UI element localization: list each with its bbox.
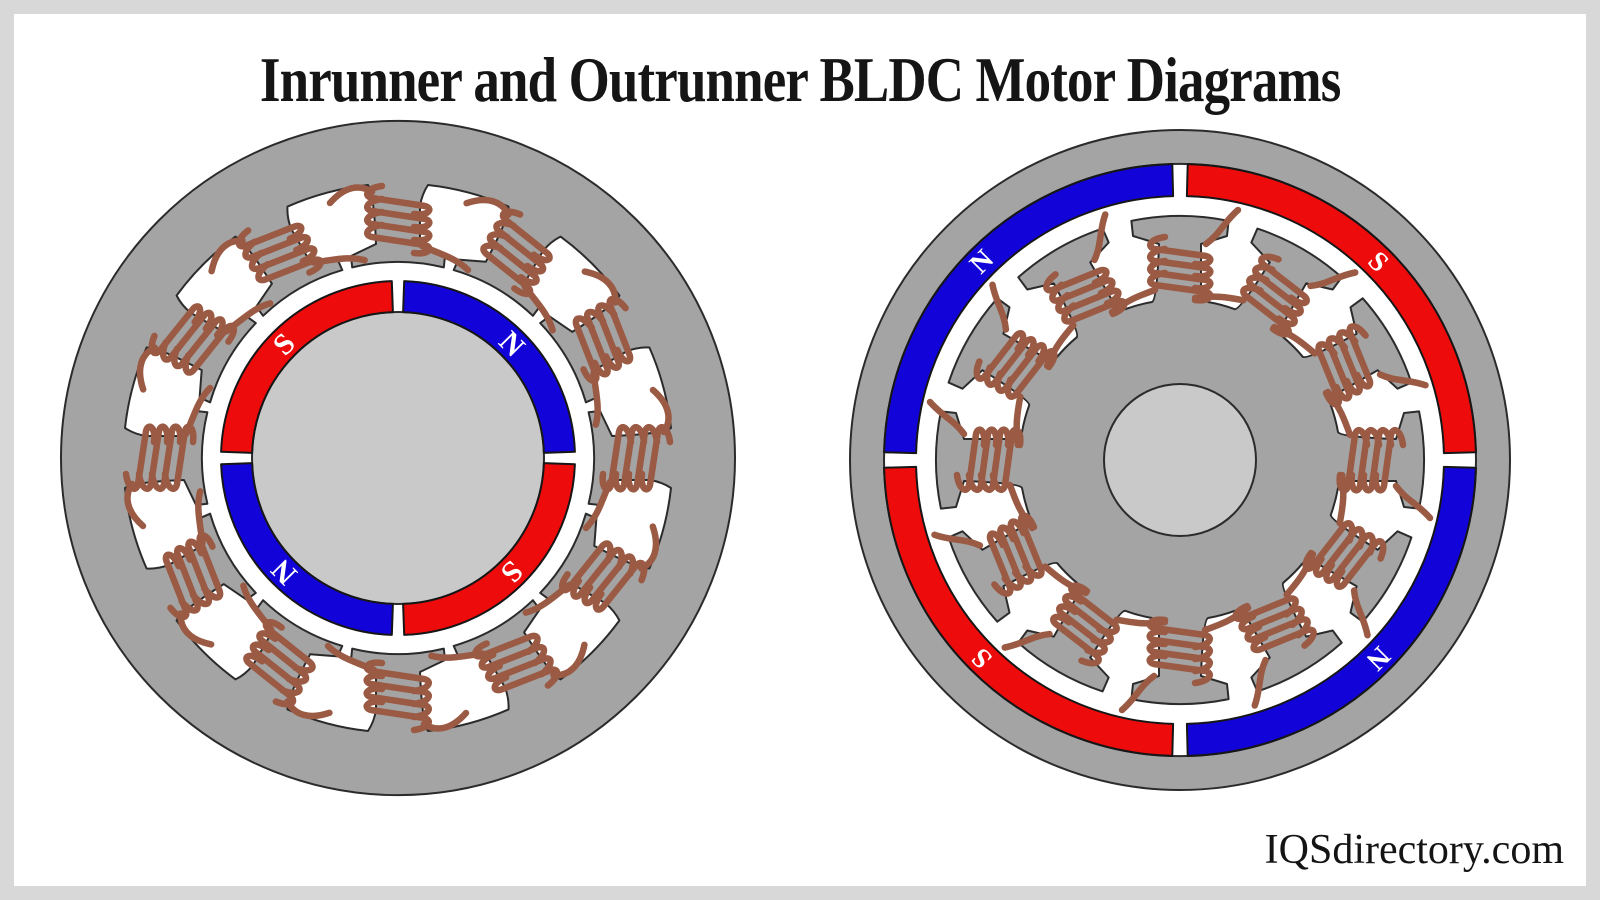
inrunner-coil [572,268,634,428]
inrunner-magnet-s-bottom-right [402,462,576,636]
page-title-text: Inrunner and Outrunner BLDC Motor Diagra… [259,45,1341,115]
outrunner-coil [1232,550,1317,709]
outrunner-magnet-n-top-left [883,163,1175,455]
inrunner-coil [326,182,472,274]
inrunner-rotor-core [251,311,545,605]
inrunner-coil [463,196,556,334]
outrunner-coil [973,281,1058,449]
outrunner-shaft [1103,383,1257,537]
inrunner-coil [324,642,470,734]
outrunner-magnet-s-bottom-left [883,465,1175,757]
inrunner-stator [60,120,736,796]
inrunner-magnet-n-bottom-left [220,462,394,636]
inrunner-coil [136,300,274,393]
outrunner-magnet-s-top-right [1185,163,1477,455]
inrunner-coil [208,222,368,284]
outrunner-magnet-n-bottom-right [1185,465,1477,757]
outrunner-coil [931,512,1090,597]
inrunner-coil [122,384,214,530]
inrunner-coils [122,182,674,734]
outrunner-coil [1108,206,1242,316]
inrunner-coil [582,386,674,532]
outrunner-coil [1001,582,1169,667]
outrunner-coil [1191,253,1359,338]
inrunner-magnet-n-top-right [402,280,576,454]
outrunner-coil [1118,604,1252,714]
inrunner-coil [522,523,660,616]
inrunner-coil [240,582,333,720]
outrunner-coil [1302,471,1387,639]
outrunner-coil [1043,211,1128,370]
watermark-text: IQSdirectory.com [1264,827,1564,873]
inrunner-magnet-s-top-left [220,280,394,454]
outrunner-coils [926,206,1434,714]
inrunner-coil [428,632,588,694]
outrunner-coil [1324,388,1434,522]
inrunner-coil [162,488,224,648]
outrunner-coil [1270,323,1429,408]
outrunner-coil [926,398,1036,532]
page-title: Inrunner and Outrunner BLDC Motor Diagra… [14,44,1586,117]
